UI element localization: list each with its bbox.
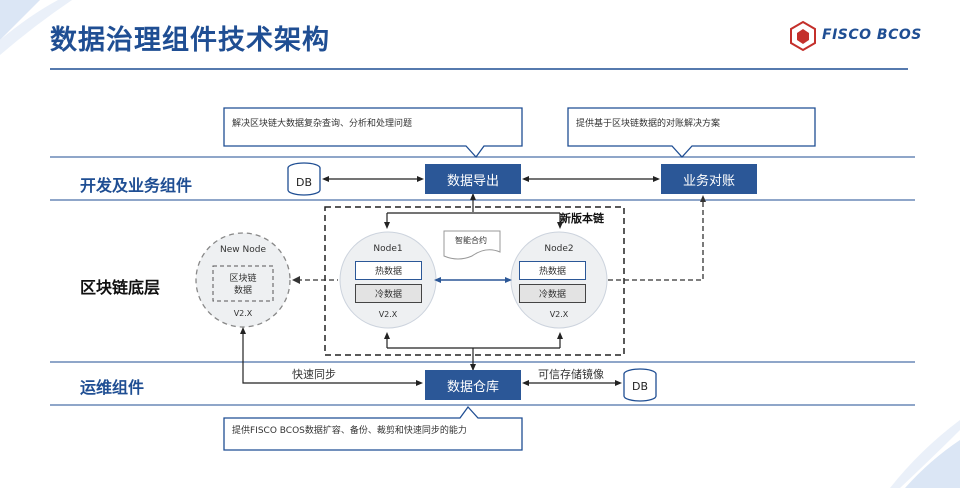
node1-title: Node1	[373, 244, 403, 254]
data-export-box[interactable]: 数据导出	[425, 164, 521, 194]
row-label-middle: 区块链底层	[80, 278, 161, 297]
callout-export-bubble	[223, 107, 523, 159]
new-chain-label: 新版本链	[560, 212, 604, 225]
callout-warehouse-bubble	[223, 405, 523, 451]
callout-reconcile-bubble	[567, 107, 816, 158]
node2-hot-data: 热数据	[519, 261, 586, 280]
node1-version: V2.X	[378, 310, 398, 319]
db-bottom-label: DB	[631, 380, 649, 393]
page-title: 数据治理组件技术架构	[50, 25, 330, 56]
callout-reconcile-text: 提供基于区块链数据的对账解决方案	[576, 119, 721, 129]
edge-trusted-mirror-label: 可信存储镜像	[538, 368, 604, 381]
callout-export-text: 解决区块链大数据复杂查询、分析和处理问题	[232, 119, 413, 129]
row-label-top: 开发及业务组件	[80, 176, 193, 195]
node1-hot-data: 热数据	[355, 261, 422, 280]
smart-contract-doc	[443, 230, 501, 260]
row-label-bottom: 运维组件	[80, 378, 145, 397]
node2-cold-data: 冷数据	[519, 284, 586, 303]
business-reconcile-box[interactable]: 业务对账	[661, 164, 757, 194]
new-chain-frame	[324, 206, 625, 356]
node2-version: V2.X	[549, 310, 569, 319]
logo-text: FISCO BCOS	[822, 27, 922, 43]
callout-warehouse-text: 提供FISCO BCOS数据扩容、备份、裁剪和快速同步的能力	[232, 426, 467, 436]
data-warehouse-box[interactable]: 数据仓库	[425, 370, 521, 400]
new-node-inner: 区块链 数据	[229, 274, 257, 296]
smart-contract-label: 智能合约	[455, 236, 487, 245]
db-bottom-cylinder	[623, 368, 657, 402]
new-node-version: V2.X	[233, 309, 253, 318]
db-top-cylinder	[287, 162, 321, 196]
node1-cold-data: 冷数据	[355, 284, 422, 303]
logo-hexagon-icon	[790, 20, 816, 52]
new-node-title: New Node	[220, 245, 266, 255]
node2-title: Node2	[544, 244, 574, 254]
edge-fast-sync-label: 快速同步	[292, 368, 336, 381]
db-top-label: DB	[295, 176, 313, 189]
